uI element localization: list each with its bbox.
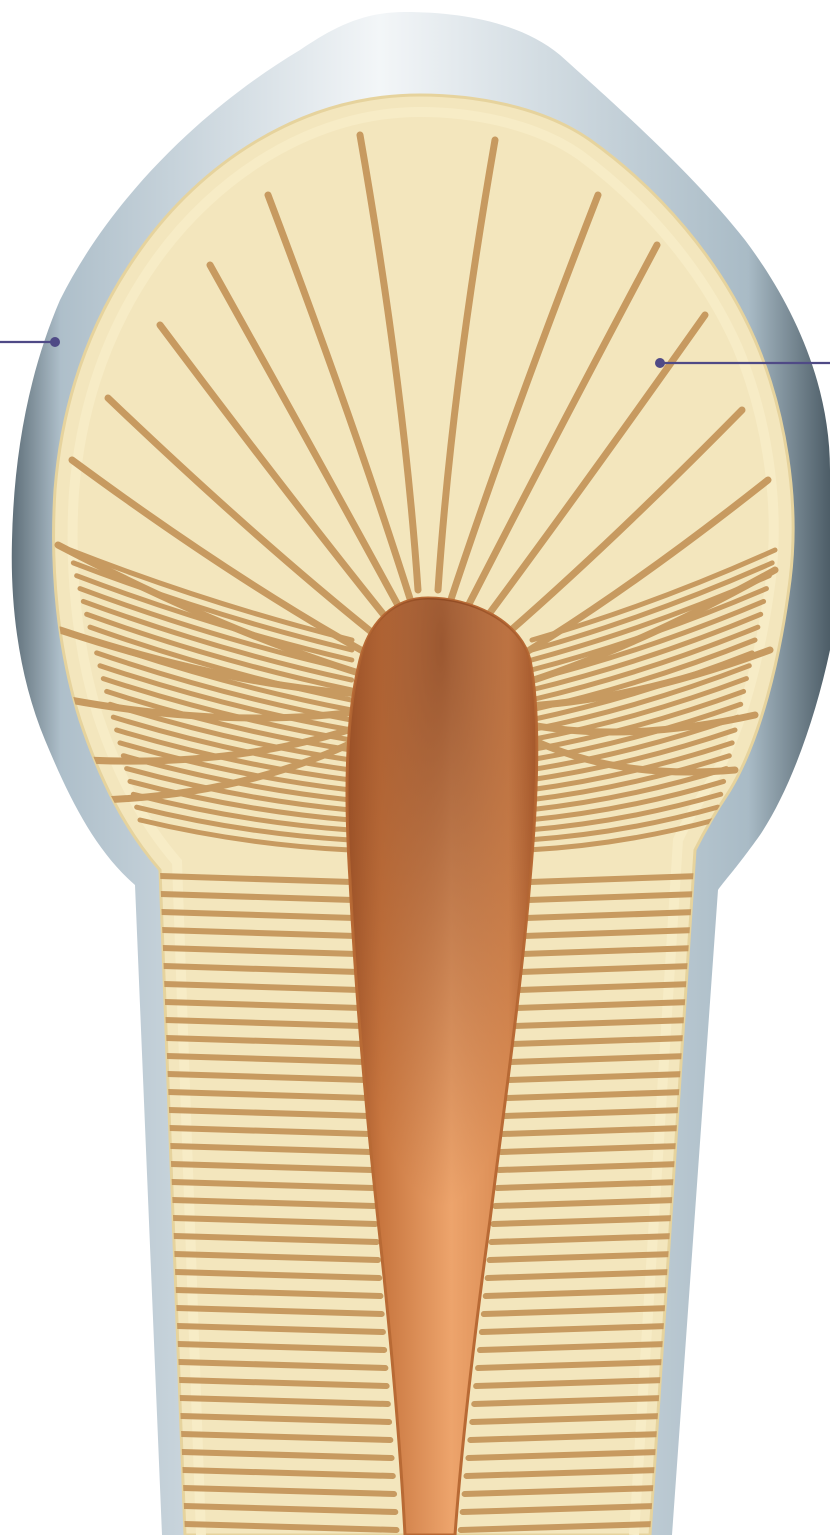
leader-dot-enamel <box>50 337 60 347</box>
leader-dot-dentin <box>655 358 665 368</box>
